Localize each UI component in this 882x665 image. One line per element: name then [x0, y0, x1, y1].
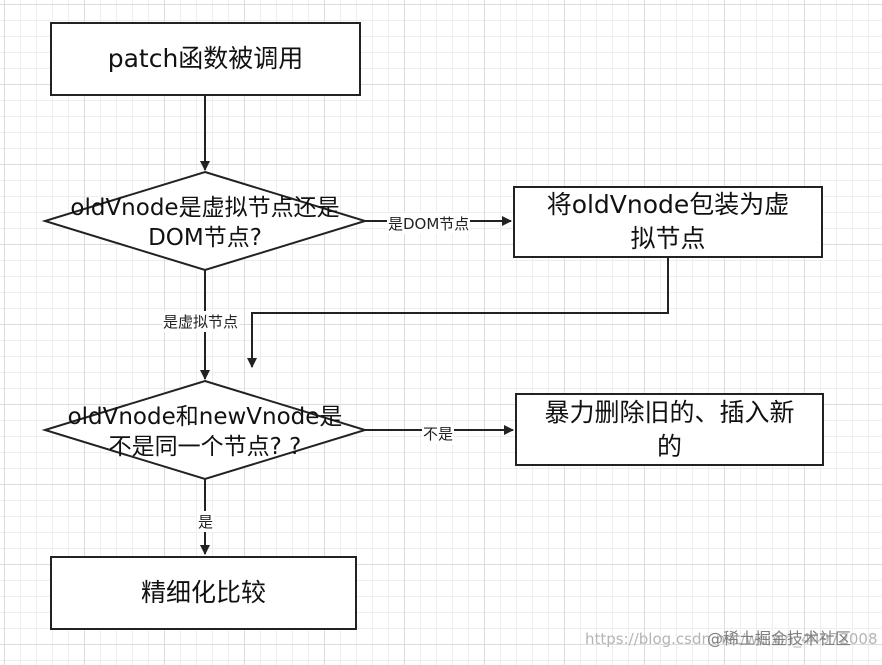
replace-node-line2: 的	[656, 431, 682, 461]
replace-node-line1: 暴力删除旧的、插入新	[544, 397, 795, 427]
edge-label-same: 是	[197, 511, 215, 532]
decision2-line2: 不是同一个节点? ?	[108, 434, 302, 460]
wrap-node-line2: 拟节点	[630, 224, 706, 253]
start-node: patch函数被调用	[50, 22, 361, 96]
edge-label-not-same: 不是	[422, 423, 455, 444]
edge-label-is-dom: 是DOM节点	[387, 213, 471, 234]
decision2-line1: oldVnode和newVnode是	[67, 404, 343, 430]
arrow-wrap-to-decision2	[247, 258, 669, 368]
refine-node-label: 精细化比较	[140, 578, 266, 608]
replace-node: 暴力删除旧的、插入新 的	[515, 393, 824, 466]
start-node-label: patch函数被调用	[107, 44, 304, 74]
decision2-text: oldVnode和newVnode是 不是同一个节点? ?	[45, 402, 365, 462]
watermark-site: @稀土掘金技术社区	[707, 629, 852, 648]
decision1-text: oldVnode是虚拟节点还是 DOM节点?	[45, 193, 365, 253]
refine-node: 精细化比较	[50, 556, 357, 630]
decision1-line2: DOM节点?	[148, 225, 262, 251]
wrap-node-line1: 将oldVnode包装为虚	[546, 190, 790, 220]
wrap-node: 将oldVnode包装为虚 拟节点	[513, 186, 823, 258]
decision1-line1: oldVnode是虚拟节点还是	[70, 195, 340, 221]
watermark-url: https://blog.csdn.net/weixin_44972008	[585, 630, 878, 648]
edge-label-is-virtual: 是虚拟节点	[162, 311, 240, 332]
